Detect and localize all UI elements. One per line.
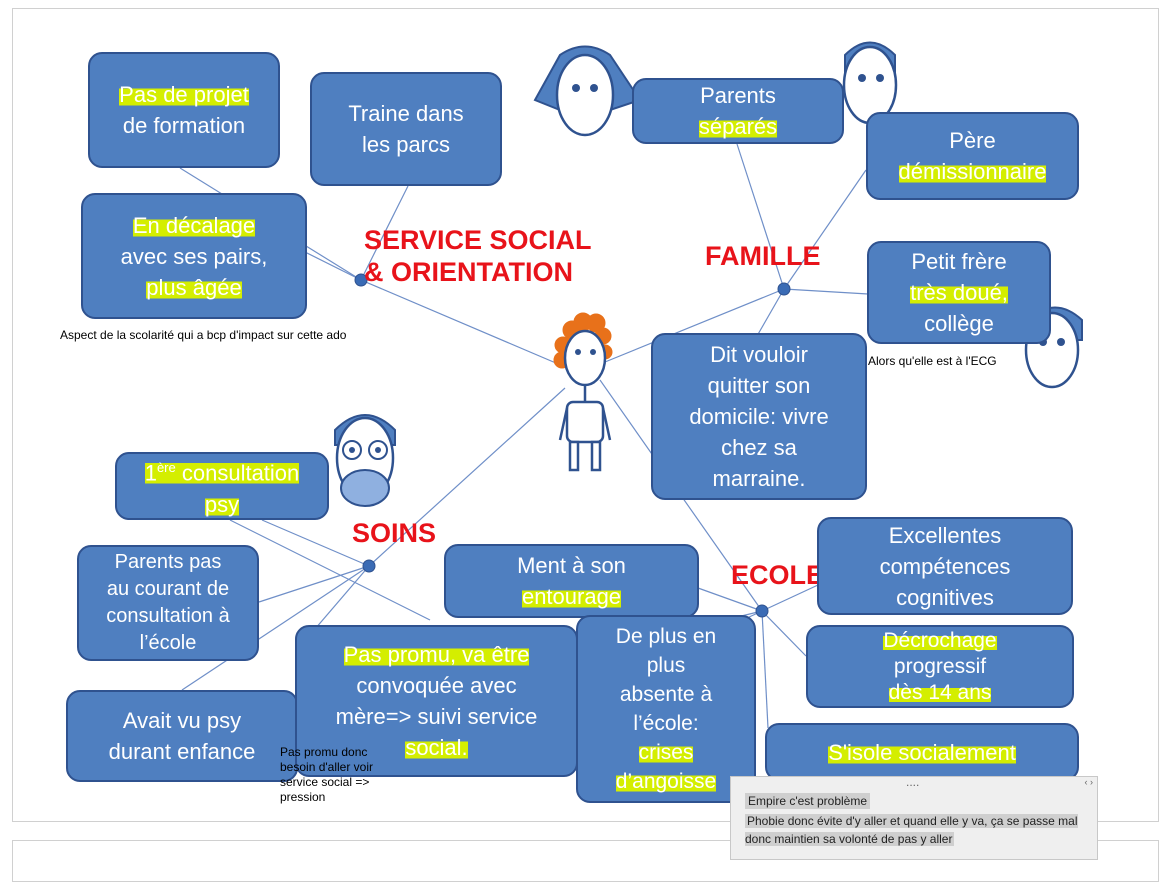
ordinal-number: 1: [144, 460, 157, 486]
box-line: au courant de: [106, 578, 230, 600]
hub-ecole: [755, 604, 769, 618]
title-service-line2: & ORIENTATION: [364, 257, 573, 287]
box-absente-ecole: De plus en plus absente à l’école: crise…: [576, 615, 756, 803]
box-line: convoquée avec: [356, 673, 517, 698]
box-traine-parcs: Traine dans les parcs: [310, 72, 502, 186]
box-line: collège: [924, 311, 994, 336]
note-pas-promu: Pas promu donc besoin d'aller voir servi…: [280, 745, 373, 805]
box-line: Traine dans: [348, 101, 464, 126]
box-line: durant enfance: [108, 739, 256, 764]
box-pas-de-projet: Pas de projet de formation: [88, 52, 280, 168]
box-line: Parents pas: [114, 551, 222, 573]
box-line: séparés: [698, 111, 778, 142]
ordinal-suffix: ère: [156, 460, 176, 476]
note-ecg: Alors qu'elle est à l'ECG: [868, 354, 997, 368]
comment-line-2: Phobie donc évite d'y aller et quand ell…: [745, 812, 1095, 848]
box-decrochage-progressif: Décrochage progressif dès 14 ans: [806, 625, 1074, 708]
drag-handle-icon[interactable]: ....: [906, 775, 920, 789]
box-line: compétences: [879, 553, 1011, 579]
title-soins: SOINS: [352, 518, 437, 548]
resize-arrows-icon[interactable]: ‹ ›: [1084, 777, 1094, 787]
box-line: De plus en: [615, 625, 717, 648]
box-pas-promu: Pas promu, va être convoquée avec mère=>…: [295, 625, 578, 777]
box-line: quitter son: [707, 373, 811, 398]
box-en-decalage: En décalage avec ses pairs, plus âgée: [81, 193, 307, 319]
box-excellentes-competences: Excellentes compétences cognitives: [817, 517, 1073, 615]
box-line: domicile: vivre: [689, 404, 829, 429]
note-line: pression: [280, 790, 326, 804]
box-line: psy: [204, 488, 240, 520]
box-line: marraine.: [712, 466, 806, 491]
box-line: Excellentes: [888, 522, 1002, 548]
box-line: S'isole socialement: [828, 736, 1016, 768]
comment-popup[interactable]: .... ‹ › Empire c'est problème Phobie do…: [730, 775, 1098, 860]
box-avait-vu-psy: Avait vu psy durant enfance: [66, 690, 298, 782]
box-line: 1ère consultation: [144, 452, 300, 489]
box-line: mère=> suivi service: [335, 704, 538, 729]
father-face: [842, 41, 898, 125]
box-petit-frere: Petit frère très doué, collège: [867, 241, 1051, 344]
comment-line-1: Empire c'est problème: [745, 793, 871, 809]
title-ecole: ECOLE: [731, 560, 825, 590]
girl-figure: [553, 312, 613, 472]
box-line: absente à: [619, 683, 713, 706]
box-line: entourage: [521, 581, 622, 612]
box-line: plus âgée: [146, 271, 242, 303]
box-parents-separes: Parents séparés: [632, 78, 844, 144]
box-line: chez sa: [721, 435, 797, 460]
hub-service: [354, 273, 368, 287]
note-line: service social =>: [280, 775, 370, 789]
box-line: l’école: [139, 632, 197, 654]
box-line: En décalage: [132, 209, 256, 241]
consultation-word: consultation: [175, 460, 300, 486]
title-service-social: SERVICE SOCIAL & ORIENTATION: [364, 224, 592, 288]
box-parents-pas-au-courant: Parents pas au courant de consultation à…: [77, 545, 259, 661]
box-line: Ment à son: [517, 553, 626, 578]
box-line: Dit vouloir: [710, 342, 808, 367]
note-line: Pas promu donc: [280, 745, 368, 759]
box-line: avec ses pairs,: [120, 243, 268, 269]
title-service-line1: SERVICE SOCIAL: [364, 225, 592, 255]
mother-face: [533, 45, 642, 137]
box-line: l’école:: [633, 712, 699, 735]
box-line: Pas de projet: [119, 79, 249, 110]
box-premiere-consultation: 1ère consultation psy: [115, 452, 329, 520]
box-line: Avait vu psy: [122, 708, 242, 733]
box-isole-socialement: S'isole socialement: [765, 723, 1079, 781]
box-quitter-domicile: Dit vouloir quitter son domicile: vivre …: [651, 333, 867, 500]
box-line: Père: [949, 128, 996, 153]
box-line: d’angoisse: [615, 767, 717, 796]
box-line: très doué,: [910, 277, 1008, 308]
box-line: les parcs: [361, 132, 451, 157]
hub-famille: [777, 282, 791, 296]
box-line: crises: [638, 738, 694, 767]
box-line: social.: [405, 732, 468, 763]
box-pere-demissionnaire: Père démissionnaire: [866, 112, 1079, 200]
box-line: de formation: [122, 113, 246, 138]
comment-line-2-text: Phobie donc évite d'y aller et quand ell…: [745, 814, 1078, 846]
hub-soins: [362, 559, 376, 573]
note-aspect-scolarite: Aspect de la scolarité qui a bcp d'impac…: [60, 328, 347, 342]
box-ment-entourage: Ment à son entourage: [444, 544, 699, 618]
box-line: progressif: [893, 654, 987, 678]
note-line: besoin d'aller voir: [280, 760, 374, 774]
box-line: consultation à: [106, 605, 230, 627]
box-line: plus: [646, 654, 686, 677]
psychologist-face: [334, 414, 396, 507]
box-line: Parents: [700, 83, 776, 108]
box-line: dès 14 ans: [888, 679, 992, 706]
box-line: cognitives: [896, 584, 994, 610]
title-famille: FAMILLE: [705, 241, 821, 271]
box-line: démissionnaire: [898, 156, 1047, 187]
box-line: Petit frère: [911, 249, 1007, 274]
box-line: Pas promu, va être: [343, 639, 530, 670]
box-line: Décrochage: [883, 627, 997, 654]
